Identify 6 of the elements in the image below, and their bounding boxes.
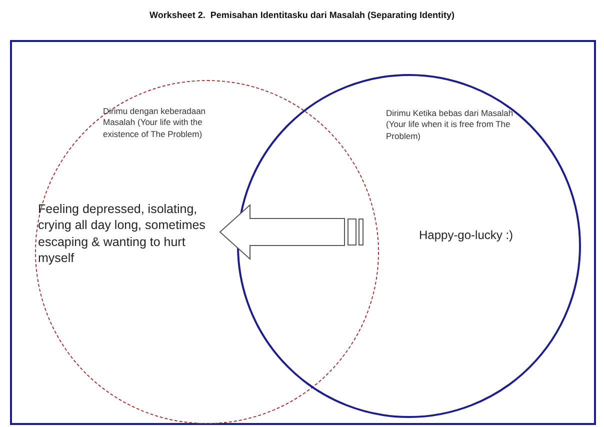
circle-text: Happy-go-lucky :): [419, 228, 514, 244]
title: Worksheet 2. Pemisahan Identitasku dari Masalah (Separating Identity): [148, 10, 456, 20]
frame-box: [10, 40, 596, 425]
circle-heading: Dirimu Ketika bebas dari Masalah (Your life when it is free from The Problem): [386, 108, 514, 142]
circle-heading: Dirimu dengan keberadaan Masalah (Your life with the existence of The Problem): [103, 106, 207, 140]
circle-text: Feeling depressed, isolating, crying all day long, sometimes escaping & wanting to hurt myself: [38, 201, 206, 266]
